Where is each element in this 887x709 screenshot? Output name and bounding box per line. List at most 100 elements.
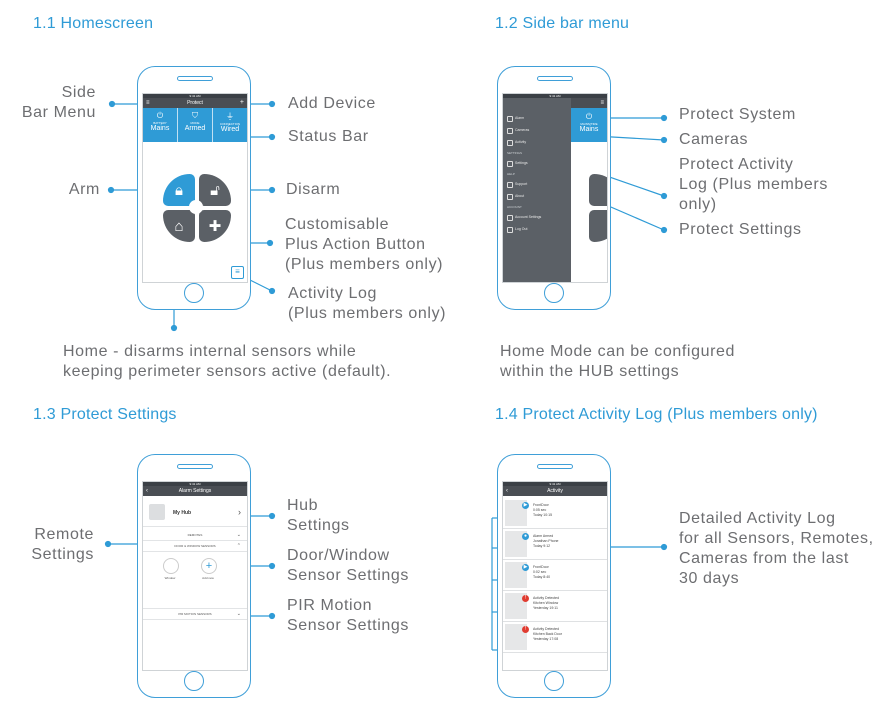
add-device-icon[interactable]: + xyxy=(239,99,244,106)
navbar: ≡ Protect + xyxy=(143,98,247,108)
status-cell-label: MODE xyxy=(190,121,200,125)
home-button[interactable]: ⌂ xyxy=(163,210,195,242)
callout-line: Hub xyxy=(287,497,319,514)
sidebar-item-label: Log Out xyxy=(515,227,528,231)
house-icon: ⌂ xyxy=(174,217,184,235)
activity-text: Activity Detected Kitchen Window Yesterd… xyxy=(533,596,559,611)
entry-detail: Kitchen Back Door xyxy=(533,632,562,636)
activity-text: Activity Detected Kitchen Back Door Yest… xyxy=(533,627,562,642)
remote-thumbnail xyxy=(505,531,527,557)
activity-log-icon[interactable]: ≡ xyxy=(231,266,244,279)
hamburger-icon[interactable]: ≡ xyxy=(146,100,150,106)
callout-line: Home Mode can be configured xyxy=(500,343,735,360)
entry-title: Alarm Armed xyxy=(533,534,554,538)
pir-header[interactable]: PIR MOTION SENSORS ⌄ xyxy=(143,608,247,620)
phone-protect-settings: 9:41 AM ‹ Alarm Settings My Hub › REMOTE… xyxy=(137,454,251,698)
window-sensor-icon[interactable] xyxy=(163,558,179,574)
callout-line: Customisable xyxy=(285,216,390,233)
sidebar-item-label: Alarm xyxy=(515,116,525,120)
sidebar-header-help: HELP xyxy=(507,172,515,176)
disarm-button[interactable]: 🔓︎ xyxy=(199,174,231,206)
callout-home-note: Home - disarms internal sensors while ke… xyxy=(63,342,391,382)
sidebar-item-label: Activity xyxy=(515,140,527,144)
remotes-header[interactable]: REMOTES ⌄ xyxy=(143,530,247,541)
callout-line: Remote xyxy=(34,526,94,543)
status-time: 9:41 AM xyxy=(143,482,247,486)
callout-home-mode-note: Home Mode can be configured within the H… xyxy=(500,342,735,382)
activity-entry[interactable]: ! Activity Detected Kitchen Window Yeste… xyxy=(503,591,607,622)
sidebar-item-activity[interactable]: Activity xyxy=(503,136,571,148)
app-title: Protect xyxy=(187,100,203,106)
callout-line: Door/Window xyxy=(287,547,390,564)
entry-detail: Kitchen Window xyxy=(533,601,559,605)
connection-icon: ⏚ xyxy=(226,112,234,121)
entry-time: Today 8:40 xyxy=(533,575,551,579)
callout-hub-settings: Hub Settings xyxy=(287,496,350,536)
sidebar-item-label: Account Settings xyxy=(515,215,542,219)
sidebar-item-account-settings[interactable]: Account Settings xyxy=(503,211,571,223)
status-cell-value: Mains xyxy=(579,126,599,133)
hub-name: My Hub xyxy=(173,510,192,516)
alert-icon: ! xyxy=(522,626,529,633)
callout-line: PIR Motion xyxy=(287,597,373,614)
sidebar-item-alarm[interactable]: Alarm xyxy=(503,112,571,124)
plus-button-partial xyxy=(589,210,607,242)
callout-pir-motion: PIR Motion Sensor Settings xyxy=(287,596,409,636)
back-arrow-icon[interactable]: ‹ xyxy=(506,488,508,494)
callout-protect-activity-log: Protect Activity Log (Plus members only) xyxy=(679,155,828,215)
status-cell-label: CONNECTION xyxy=(219,122,241,126)
navbar: ‹ Alarm Settings xyxy=(143,486,247,496)
hamburger-icon[interactable]: ≡ xyxy=(571,98,607,108)
callout-detailed-log: Detailed Activity Log for all Sensors, R… xyxy=(679,509,874,589)
sidebar-item-label: Settings xyxy=(515,161,528,165)
sidebar-item-label: Cameras xyxy=(515,128,530,132)
add-sensor-icon[interactable]: + xyxy=(201,558,217,574)
sidebar-item-settings[interactable]: Settings xyxy=(503,157,571,169)
info-icon xyxy=(507,194,513,200)
sidebar-item-log-out[interactable]: Log Out xyxy=(503,223,571,235)
entry-time: Yesterday 19:11 xyxy=(533,606,558,610)
activity-screen: 9:41 AM ‹ Activity ▶ FrontDoor 0:05 sec … xyxy=(502,481,608,671)
phone-activity-log: 9:41 AM ‹ Activity ▶ FrontDoor 0:05 sec … xyxy=(497,454,611,698)
activity-entry[interactable]: ▶ FrontDoor 0:05 sec Today 10:15 xyxy=(503,498,607,529)
status-cell-battery: ⏻ BATTERY Mains xyxy=(143,108,178,142)
status-cell-mode: ⛉ MODE Armed xyxy=(178,108,213,142)
callout-line: Log (Plus members xyxy=(679,176,828,193)
back-arrow-icon[interactable]: ‹ xyxy=(146,488,148,494)
entry-detail: Jonathan Phone xyxy=(533,539,559,543)
sidebar-item-about[interactable]: About xyxy=(503,190,571,202)
plug-icon: ⏻ xyxy=(585,112,593,121)
user-icon xyxy=(507,215,513,221)
alert-icon: ! xyxy=(522,595,529,602)
activity-entry[interactable]: ▶ FrontDoor 0:02 sec Today 8:40 xyxy=(503,560,607,591)
activity-entry[interactable]: ● Alarm Armed Jonathan Phone Today 9:12 xyxy=(503,529,607,560)
play-icon: ▶ xyxy=(522,502,529,509)
sidebar-item-cameras[interactable]: Cameras xyxy=(503,124,571,136)
phone-home-button xyxy=(544,283,564,303)
callout-activity-log: Activity Log (Plus members only) xyxy=(288,284,446,324)
entry-time: Today 9:12 xyxy=(533,544,551,548)
hub-row[interactable]: My Hub › xyxy=(143,500,247,527)
activity-entry[interactable]: ! Activity Detected Kitchen Back Door Ye… xyxy=(503,622,607,653)
door-window-label: DOOR & WINDOW SENSORS xyxy=(174,544,216,548)
callout-line: Sensor Settings xyxy=(287,567,409,584)
pir-label: PIR MOTION SENSORS xyxy=(178,612,212,616)
sensor-thumbnail xyxy=(505,593,527,619)
door-window-header[interactable]: DOOR & WINDOW SENSORS ⌃ xyxy=(143,541,247,552)
sidebar-item-support[interactable]: Support xyxy=(503,178,571,190)
callout-cameras: Cameras xyxy=(679,131,749,148)
status-time: 9:41 AM xyxy=(503,94,607,98)
callout-line: Settings xyxy=(287,517,350,534)
chevron-right-icon: › xyxy=(238,507,241,517)
button-hub xyxy=(189,200,203,214)
screen-title: Activity xyxy=(547,488,563,494)
callout-line: keeping perimeter sensors active (defaul… xyxy=(63,363,392,380)
plus-action-button[interactable]: ✚ xyxy=(199,210,231,242)
phone-home-button xyxy=(184,283,204,303)
camera-icon xyxy=(507,128,513,134)
section-title-side-bar-menu: 1.2 Side bar menu xyxy=(495,15,630,32)
hub-icon xyxy=(149,504,165,520)
callout-remote-settings: Remote Settings xyxy=(10,525,94,565)
callout-line: (Plus members only) xyxy=(288,305,447,322)
disarm-button-partial xyxy=(589,174,607,206)
